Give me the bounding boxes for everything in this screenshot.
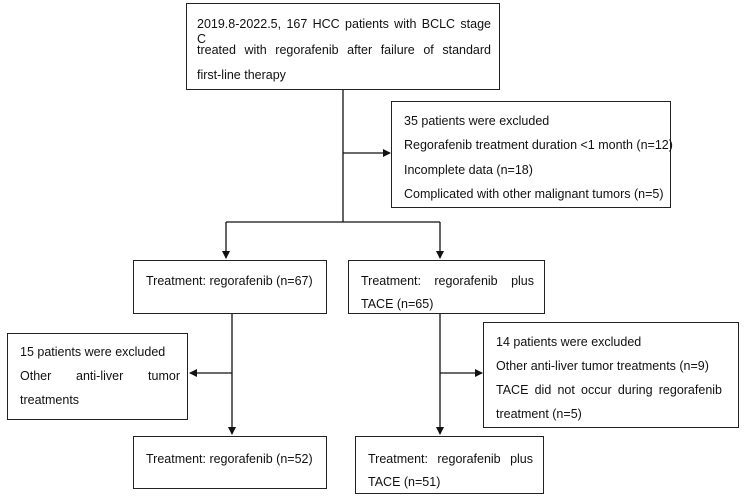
excluded-top-line-1: 35 patients were excluded (404, 114, 550, 128)
excluded-left-line-2: Other anti-liver tumor (20, 369, 180, 383)
left-arm-box: Treatment: regorafenib (n=67) (133, 260, 327, 314)
excluded-top-line-3: Incomplete data (n=18) (404, 163, 533, 177)
excluded-right-line-4: treatment (n=5) (496, 407, 582, 421)
left-final-line-1: Treatment: regorafenib (n=52) (146, 452, 313, 466)
start-line-1: 2019.8-2022.5, 167 HCC patients with BCL… (197, 17, 491, 46)
excluded-right-box: 14 patients were excluded Other anti-liv… (483, 322, 739, 428)
right-final-box: Treatment: regorafenib plus TACE (n=51) (355, 436, 544, 494)
right-arm-box: Treatment: regorafenib plus TACE (n=65) (348, 260, 545, 314)
right-arm-line-2: TACE (n=65) (361, 297, 434, 311)
excluded-top-line-2: Regorafenib treatment duration <1 month … (404, 138, 673, 152)
left-arm-line-1: Treatment: regorafenib (n=67) (146, 274, 313, 288)
start-line-2: treated with regorafenib after failure o… (197, 43, 491, 57)
excluded-top-line-4: Complicated with other malignant tumors … (404, 187, 664, 201)
right-final-line-1: Treatment: regorafenib plus (368, 452, 533, 466)
excluded-right-line-2: Other anti-liver tumor treatments (n=9) (496, 359, 709, 373)
start-line-3: first-line therapy (197, 68, 286, 82)
excluded-top-box: 35 patients were excluded Regorafenib tr… (391, 101, 673, 208)
right-arm-line-1: Treatment: regorafenib plus (361, 274, 534, 288)
left-final-box: Treatment: regorafenib (n=52) (133, 436, 327, 489)
start-box: 2019.8-2022.5, 167 HCC patients with BCL… (186, 3, 500, 90)
right-final-line-2: TACE (n=51) (368, 475, 441, 489)
excluded-left-line-3: treatments (20, 393, 80, 407)
excluded-left-box: 15 patients were excluded Other anti-liv… (7, 333, 188, 420)
excluded-right-line-1: 14 patients were excluded (496, 335, 642, 349)
excluded-right-line-3: TACE did not occur during regorafenib (496, 383, 722, 397)
excluded-left-line-1: 15 patients were excluded (20, 345, 166, 359)
